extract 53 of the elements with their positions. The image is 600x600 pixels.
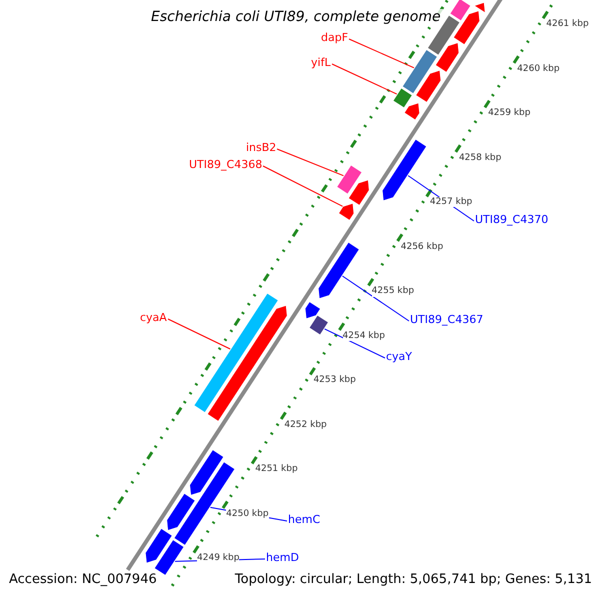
gene-block <box>145 528 173 564</box>
tick-label: 4259 kbp <box>488 108 530 118</box>
tick-label: 4256 kbp <box>400 242 444 252</box>
leader-line <box>342 276 410 322</box>
gene-block <box>474 2 486 14</box>
gene-block <box>166 492 196 531</box>
gene-bar <box>450 0 472 22</box>
gene-label: dapF <box>321 32 348 44</box>
leader-line <box>348 38 414 68</box>
tick-label: 4254 kbp <box>342 330 385 342</box>
tick-label: 4249 kbp <box>197 553 240 564</box>
gene-bar <box>402 49 438 94</box>
gene-bar <box>336 164 362 194</box>
gene-label: cyaA <box>140 312 167 324</box>
tick-label: 4252 kbp <box>284 420 327 430</box>
tick-label: 4257 kbp <box>430 197 472 208</box>
tick-label: 4260 kbp <box>517 64 560 74</box>
leader-line <box>324 328 386 358</box>
gene-block <box>453 10 480 46</box>
gene-box <box>308 314 329 336</box>
tick-label: 4253 kbp <box>313 375 356 386</box>
tick-label: 4250 kbp <box>226 508 269 520</box>
leader-line <box>332 64 398 95</box>
gene-block <box>318 242 360 299</box>
genome-summary-text: Topology: circular; Length: 5,065,741 bp; Genes: 5,131 <box>234 573 593 588</box>
leader-line <box>276 148 344 176</box>
gene-label: hemD <box>266 552 299 564</box>
gene-label: cyaY <box>386 350 412 364</box>
gene-block <box>382 138 427 201</box>
gene-label: UTI89_C4367 <box>410 314 484 326</box>
gene-label: UTI89_C4370 <box>475 214 548 226</box>
gene-block <box>206 305 288 422</box>
gene-block <box>304 301 321 319</box>
tick-label: 4255 kbp <box>372 286 414 296</box>
gene-label: hemC <box>288 514 320 526</box>
leader-line <box>262 166 344 207</box>
gene-label: UTI89_C4368 <box>189 158 262 172</box>
leader-line <box>168 318 231 350</box>
gene-block <box>189 449 224 496</box>
gene-block <box>404 102 420 120</box>
gene-block <box>348 180 370 206</box>
gene-block <box>415 70 442 103</box>
gene-label: insB2 <box>246 142 276 154</box>
diagram-title: Escherichia coli UTI89, complete genome <box>149 9 443 26</box>
gene-bar <box>194 292 279 413</box>
accession-text: Accession: NC_007946 <box>8 573 158 588</box>
tick-label: 4251 kbp <box>255 464 298 475</box>
gene-label: yifL <box>311 56 331 70</box>
gene-box <box>392 88 413 108</box>
gene-block <box>338 203 354 221</box>
tick-label: 4261 kbp <box>546 18 589 30</box>
tick-label: 4258 kbp <box>458 152 502 163</box>
gene-block <box>435 42 460 73</box>
